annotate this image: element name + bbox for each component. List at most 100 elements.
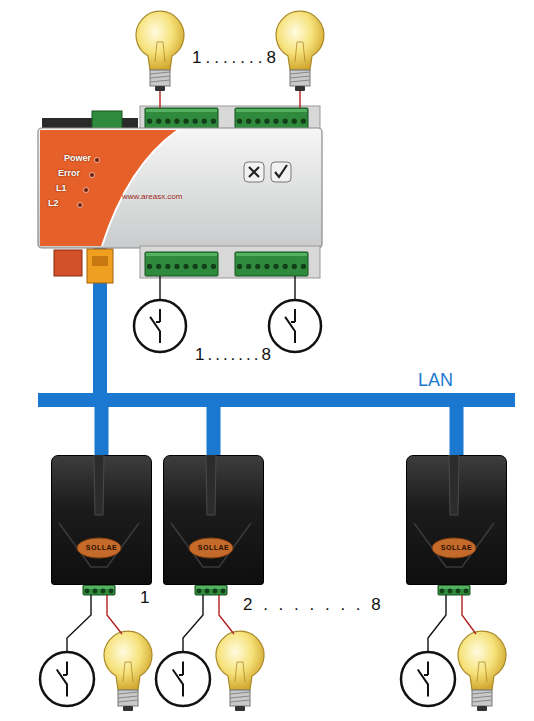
lan-bus bbox=[38, 393, 515, 407]
terminal-screw bbox=[246, 264, 251, 269]
bulb-filament bbox=[295, 42, 305, 62]
terminal-screw bbox=[202, 119, 207, 124]
module-groove bbox=[449, 455, 459, 515]
light-bulb bbox=[216, 631, 264, 711]
light-bulb bbox=[276, 11, 324, 91]
terminal-screw bbox=[156, 119, 161, 124]
bulb-filament bbox=[477, 662, 487, 682]
bulb-thread bbox=[290, 76, 310, 78]
terminal-screw bbox=[93, 589, 98, 594]
controller-housing bbox=[38, 128, 322, 248]
bulb-glass bbox=[216, 631, 264, 690]
status-led bbox=[78, 203, 83, 208]
terminal-highlight bbox=[439, 586, 469, 589]
bulb-tip bbox=[235, 706, 245, 711]
bulb-thread bbox=[118, 696, 138, 698]
confirm-button bbox=[271, 162, 291, 182]
lan-jack bbox=[87, 249, 113, 283]
terminal-screw bbox=[448, 589, 453, 594]
module-face bbox=[406, 455, 502, 585]
brand-logo: SOLLAE bbox=[52, 544, 151, 552]
led-label: L2 bbox=[48, 199, 59, 209]
bulb-filament bbox=[123, 662, 133, 682]
url-text: www.areasx.com bbox=[122, 193, 182, 202]
terminal-screw bbox=[197, 589, 202, 594]
bulb-wire bbox=[107, 595, 122, 634]
bulb-glass bbox=[136, 11, 184, 70]
bulb-glass bbox=[458, 631, 506, 690]
terminal-screw bbox=[211, 119, 216, 124]
bulb-filament bbox=[155, 42, 165, 62]
terminal-screw bbox=[85, 589, 90, 594]
network-label: LAN bbox=[418, 371, 453, 391]
module-face bbox=[163, 455, 259, 585]
terminal-screw bbox=[292, 264, 297, 269]
terminal-screw bbox=[264, 119, 269, 124]
controller-orange-panel bbox=[40, 130, 178, 246]
terminal-screw bbox=[237, 264, 242, 269]
bulb-base bbox=[472, 690, 492, 706]
lan-jack-socket bbox=[92, 256, 108, 266]
terminal-block bbox=[438, 585, 470, 595]
controller-top-plug bbox=[92, 111, 122, 130]
light-bulb bbox=[104, 631, 152, 711]
terminal-screw bbox=[193, 264, 198, 269]
brand-logo: SOLLAE bbox=[164, 544, 263, 552]
bulb-base bbox=[150, 70, 170, 86]
module-groove bbox=[206, 455, 216, 515]
switch-symbol bbox=[40, 652, 94, 706]
bulb-wire bbox=[219, 595, 234, 634]
bulb-thread bbox=[118, 692, 138, 694]
switch-wire bbox=[67, 595, 91, 652]
terminal-screw bbox=[183, 119, 188, 124]
bulb-thread bbox=[150, 72, 170, 74]
light-bulb bbox=[458, 631, 506, 711]
led-label: Power bbox=[64, 154, 91, 164]
controller-orange-edge bbox=[102, 130, 178, 246]
terminal-block bbox=[235, 108, 308, 130]
terminal-screw bbox=[301, 264, 306, 269]
terminal-screw bbox=[456, 589, 461, 594]
terminal-screw bbox=[213, 589, 218, 594]
terminal-screw bbox=[147, 264, 152, 269]
terminal-screw bbox=[165, 119, 170, 124]
switch-contact bbox=[173, 661, 183, 696]
module-face bbox=[51, 455, 147, 585]
lan-cable bbox=[100, 248, 457, 455]
ethernet-module: SOLLAE bbox=[163, 455, 264, 585]
terminal-screw bbox=[292, 119, 297, 124]
bulb-filament bbox=[235, 662, 245, 682]
bulb-tip bbox=[295, 86, 305, 91]
bulb-base bbox=[118, 690, 138, 706]
switch-wire bbox=[294, 276, 295, 300]
terminal-screw bbox=[237, 119, 242, 124]
terminal-screw bbox=[255, 264, 260, 269]
switch-contact bbox=[150, 309, 160, 343]
terminal-screw bbox=[301, 119, 306, 124]
terminal-highlight bbox=[236, 253, 307, 256]
device-number: 1 bbox=[140, 589, 149, 608]
switch-circle bbox=[269, 300, 321, 352]
module-groove bbox=[94, 455, 104, 515]
bulb-glass bbox=[276, 11, 324, 70]
terminal-block bbox=[235, 252, 308, 276]
switch-symbol bbox=[134, 300, 186, 352]
bulb-thread bbox=[230, 692, 250, 694]
bulb-thread bbox=[472, 692, 492, 694]
switch-contact bbox=[285, 309, 295, 343]
bulb-wire bbox=[159, 91, 160, 108]
status-led bbox=[84, 188, 89, 193]
bulb-base bbox=[290, 70, 310, 86]
switch-wire bbox=[183, 595, 203, 652]
bulb-thread bbox=[472, 700, 492, 702]
channel-range: 1.......8 bbox=[192, 49, 280, 68]
terminal-screw bbox=[165, 264, 170, 269]
device-range: 2 . . . . . . . 8 bbox=[243, 596, 384, 615]
bulb-tip bbox=[155, 86, 165, 91]
terminal-screw bbox=[193, 119, 198, 124]
terminal-screw bbox=[211, 264, 216, 269]
bulb-thread bbox=[290, 72, 310, 74]
terminal-screw bbox=[221, 589, 226, 594]
switch-symbol bbox=[401, 652, 455, 706]
terminal-highlight bbox=[146, 253, 217, 256]
